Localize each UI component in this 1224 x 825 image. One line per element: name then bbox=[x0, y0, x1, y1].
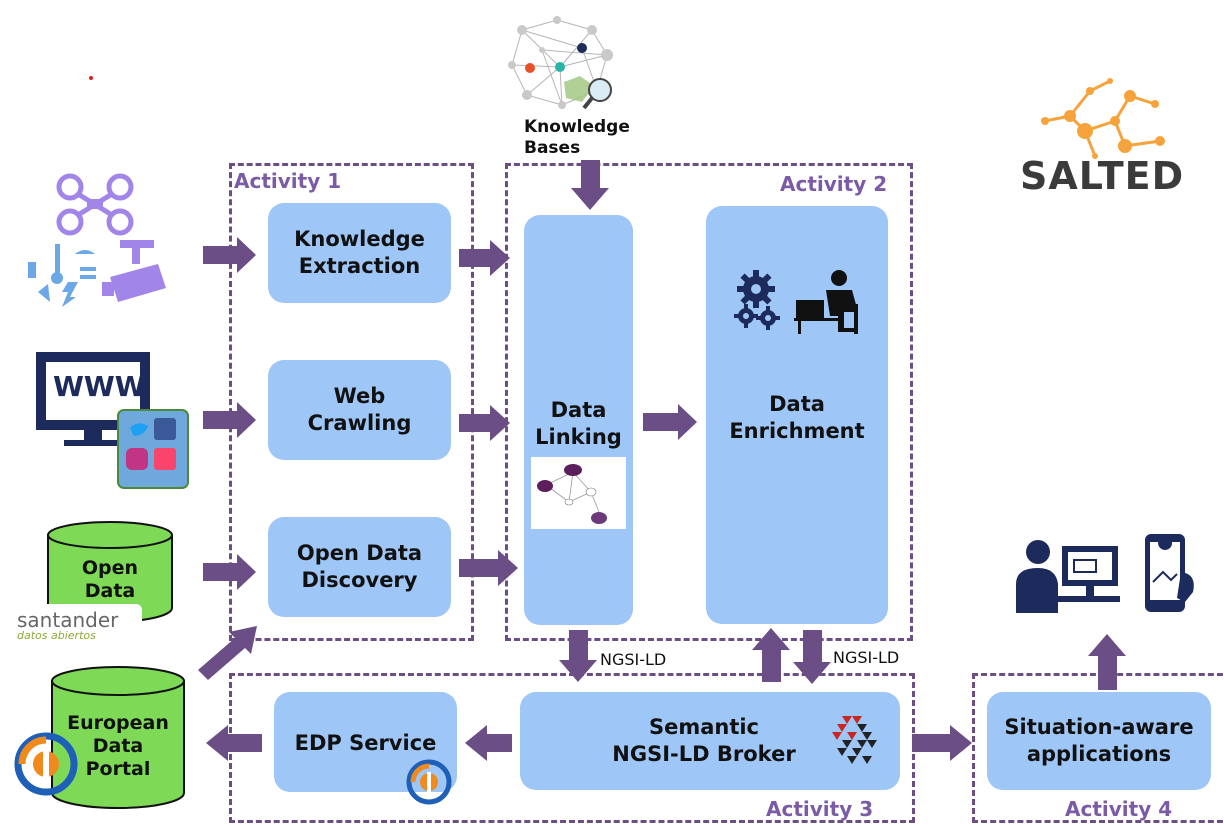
arrow-edp-to-portal bbox=[206, 725, 262, 761]
iot-sensors-icon bbox=[28, 173, 166, 307]
knowledge-bases-line2: Bases bbox=[524, 138, 581, 158]
activity-1-region bbox=[229, 163, 474, 641]
santander-logo: santander datos abiertos bbox=[14, 604, 142, 646]
edp-logo-icon bbox=[406, 759, 452, 805]
situation-aware-apps-box: Situation-aware applications bbox=[987, 692, 1211, 790]
arrow-broker-to-edp bbox=[465, 725, 512, 761]
knowledge-extraction-line2: Extraction bbox=[298, 254, 421, 278]
arrow-crawling-to-linking bbox=[459, 405, 510, 441]
web-crawling-line2: Crawling bbox=[307, 411, 412, 435]
santander-text: santander bbox=[17, 608, 119, 632]
apps-line2: applications bbox=[1026, 742, 1172, 766]
data-enrichment-line1: Data bbox=[769, 392, 825, 416]
arrow-broker-to-enrichment bbox=[752, 628, 790, 682]
arrow-web-to-crawling bbox=[203, 402, 256, 438]
user-computer-icon bbox=[1016, 540, 1120, 613]
arrow-kb-to-linking bbox=[571, 160, 609, 210]
ngsi-ld-label-right: NGSI-LD bbox=[833, 648, 900, 667]
activity-1-label: Activity 1 bbox=[234, 169, 342, 193]
red-dot bbox=[89, 76, 93, 80]
activity-2-region bbox=[505, 163, 913, 641]
edp-line1: European bbox=[67, 712, 169, 734]
open-data-label: Open Data bbox=[46, 557, 174, 603]
arrow-portal-to-activity1 bbox=[198, 626, 257, 680]
apps-line1: Situation-aware bbox=[1004, 715, 1194, 739]
web-crawling-line1: Web bbox=[333, 384, 386, 408]
broker-logo-icon bbox=[832, 716, 877, 764]
www-monitor-icon bbox=[36, 352, 189, 489]
broker-line2: NGSI-LD Broker bbox=[612, 742, 796, 766]
santander-subtext: datos abiertos bbox=[17, 629, 96, 642]
gears-analyst-icon bbox=[734, 270, 858, 334]
data-linking-line2: Linking bbox=[535, 425, 622, 449]
knowledge-bases-label: Knowledge Bases bbox=[524, 117, 630, 159]
arrow-sensors-to-extraction bbox=[203, 237, 256, 273]
arrow-opendata-to-discovery bbox=[203, 554, 256, 590]
data-enrichment-line2: Enrichment bbox=[729, 419, 865, 443]
ngsi-ld-label-left: NGSI-LD bbox=[600, 650, 667, 669]
www-label: WWW bbox=[53, 370, 146, 403]
activity-2-label: Activity 2 bbox=[780, 172, 888, 196]
european-data-portal-label: European Data Portal bbox=[50, 712, 186, 781]
graph-thumbnail-icon bbox=[531, 457, 626, 529]
arrow-linking-to-enrichment bbox=[643, 404, 697, 440]
edp-service-label: EDP Service bbox=[294, 731, 437, 755]
broker-line1: Semantic bbox=[648, 715, 760, 739]
arrow-apps-to-users bbox=[1088, 634, 1126, 690]
open-data-line1: Open bbox=[81, 557, 139, 579]
knowledge-bases-line1: Knowledge bbox=[524, 117, 630, 137]
open-data-discovery-line1: Open Data bbox=[296, 541, 423, 565]
activity-3-label: Activity 3 bbox=[766, 797, 874, 821]
arrow-linking-to-broker bbox=[559, 630, 597, 682]
data-linking-line1: Data bbox=[550, 398, 607, 422]
open-data-discovery-line2: Discovery bbox=[301, 568, 418, 592]
activity-4-label: Activity 4 bbox=[1065, 797, 1173, 821]
knowledge-network-icon bbox=[508, 16, 613, 110]
arrow-broker-to-apps bbox=[912, 725, 972, 761]
knowledge-extraction-line1: Knowledge bbox=[294, 227, 425, 251]
edp-line3: Portal bbox=[85, 758, 151, 780]
arrow-discovery-to-linking bbox=[459, 550, 518, 586]
mobile-map-icon bbox=[1145, 534, 1194, 612]
open-data-line2: Data bbox=[84, 580, 136, 602]
european-data-portal-cylinder-icon bbox=[51, 666, 185, 809]
arrow-extraction-to-linking bbox=[459, 240, 510, 276]
edp-line2: Data bbox=[92, 735, 144, 757]
edp-portal-logo-icon bbox=[14, 732, 78, 796]
arrow-enrichment-to-broker bbox=[793, 630, 831, 684]
salted-network-logo-icon bbox=[1041, 78, 1165, 159]
salted-logo-text: SALTED bbox=[1020, 154, 1185, 198]
